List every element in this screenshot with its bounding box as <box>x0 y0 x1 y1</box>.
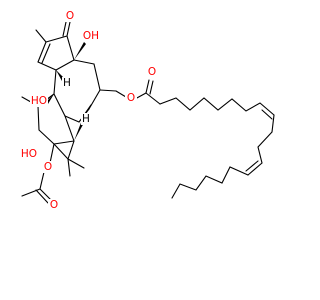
molecule-canvas: O OH HO HO H H O O O O <box>20 10 275 211</box>
oxygen-label: O <box>50 199 58 211</box>
hydroxyl-label: HO <box>31 95 47 107</box>
cyclopropane-ring <box>53 140 85 177</box>
fatty-acid-chain <box>159 97 275 199</box>
oxygen-label: O <box>127 92 135 104</box>
atom-labels: O OH HO HO H H O O O O <box>20 10 158 211</box>
hydroxyl-label: OH <box>83 30 99 42</box>
hydroxyl-label: HO <box>21 148 37 160</box>
cyclopentenone-ring <box>35 21 75 71</box>
cycloheptene-ring <box>53 59 101 123</box>
oxygen-label: O <box>148 66 156 78</box>
oxygen-label: O <box>44 161 52 173</box>
structure-diagram: O OH HO HO H H O O O O <box>20 10 275 211</box>
hydrogen-label: H <box>63 77 71 89</box>
wedge-bond <box>74 42 86 60</box>
wedge-bond <box>74 120 85 141</box>
hydrogen-label: H <box>82 113 90 125</box>
oxygen-label: O <box>66 10 74 22</box>
